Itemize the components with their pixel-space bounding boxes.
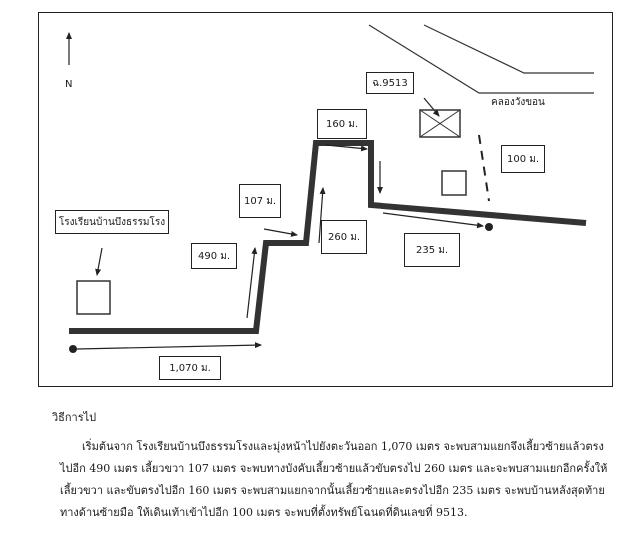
arrow-east-1070 bbox=[76, 342, 262, 350]
start-point bbox=[69, 345, 77, 353]
arrow-parcel-pointer bbox=[423, 97, 440, 117]
land-parcel bbox=[419, 109, 461, 138]
distance-160: 160 ม. bbox=[317, 109, 367, 139]
route-map bbox=[66, 24, 594, 353]
arrow-school-pointer bbox=[95, 247, 103, 276]
north-label: N bbox=[65, 79, 73, 90]
route-road bbox=[69, 140, 587, 334]
distance-100: 100 ม. bbox=[501, 145, 545, 173]
walking-path bbox=[478, 134, 490, 202]
land-parcel-cross-b bbox=[419, 109, 461, 138]
canal-bank-lower bbox=[368, 24, 594, 94]
arrow-east-235 bbox=[382, 212, 484, 229]
last-house bbox=[441, 170, 467, 196]
canal-label: คลองวังขอน bbox=[491, 97, 545, 108]
distance-235: 235 ม. bbox=[404, 233, 460, 267]
arrow-east-107 bbox=[263, 228, 298, 237]
distance-107: 107 ม. bbox=[239, 184, 281, 218]
distance-260: 260 ม. bbox=[321, 220, 367, 254]
school-building bbox=[76, 280, 111, 315]
directions-heading: วิธีการไป bbox=[52, 411, 97, 424]
distance-490: 490 ม. bbox=[191, 243, 237, 269]
parcel-label: ฉ.9513 bbox=[366, 72, 414, 94]
arrow-north-260 bbox=[318, 187, 326, 244]
end-point bbox=[485, 223, 493, 231]
distance-1070: 1,070 ม. bbox=[159, 356, 221, 380]
arrow-east-160 bbox=[325, 144, 368, 152]
arrow-north-490 bbox=[246, 247, 258, 319]
directions-text: เริ่มต้นจาก โรงเรียนบ้านบึงธรรมโรงและมุ่… bbox=[60, 440, 608, 519]
map-frame: N คลองวังขอน โรงเรียนบ้านบึงธรรมโรง ฉ.95… bbox=[38, 12, 613, 387]
canal-bank-upper bbox=[423, 24, 594, 74]
school-label: โรงเรียนบ้านบึงธรรมโรง bbox=[55, 210, 169, 234]
